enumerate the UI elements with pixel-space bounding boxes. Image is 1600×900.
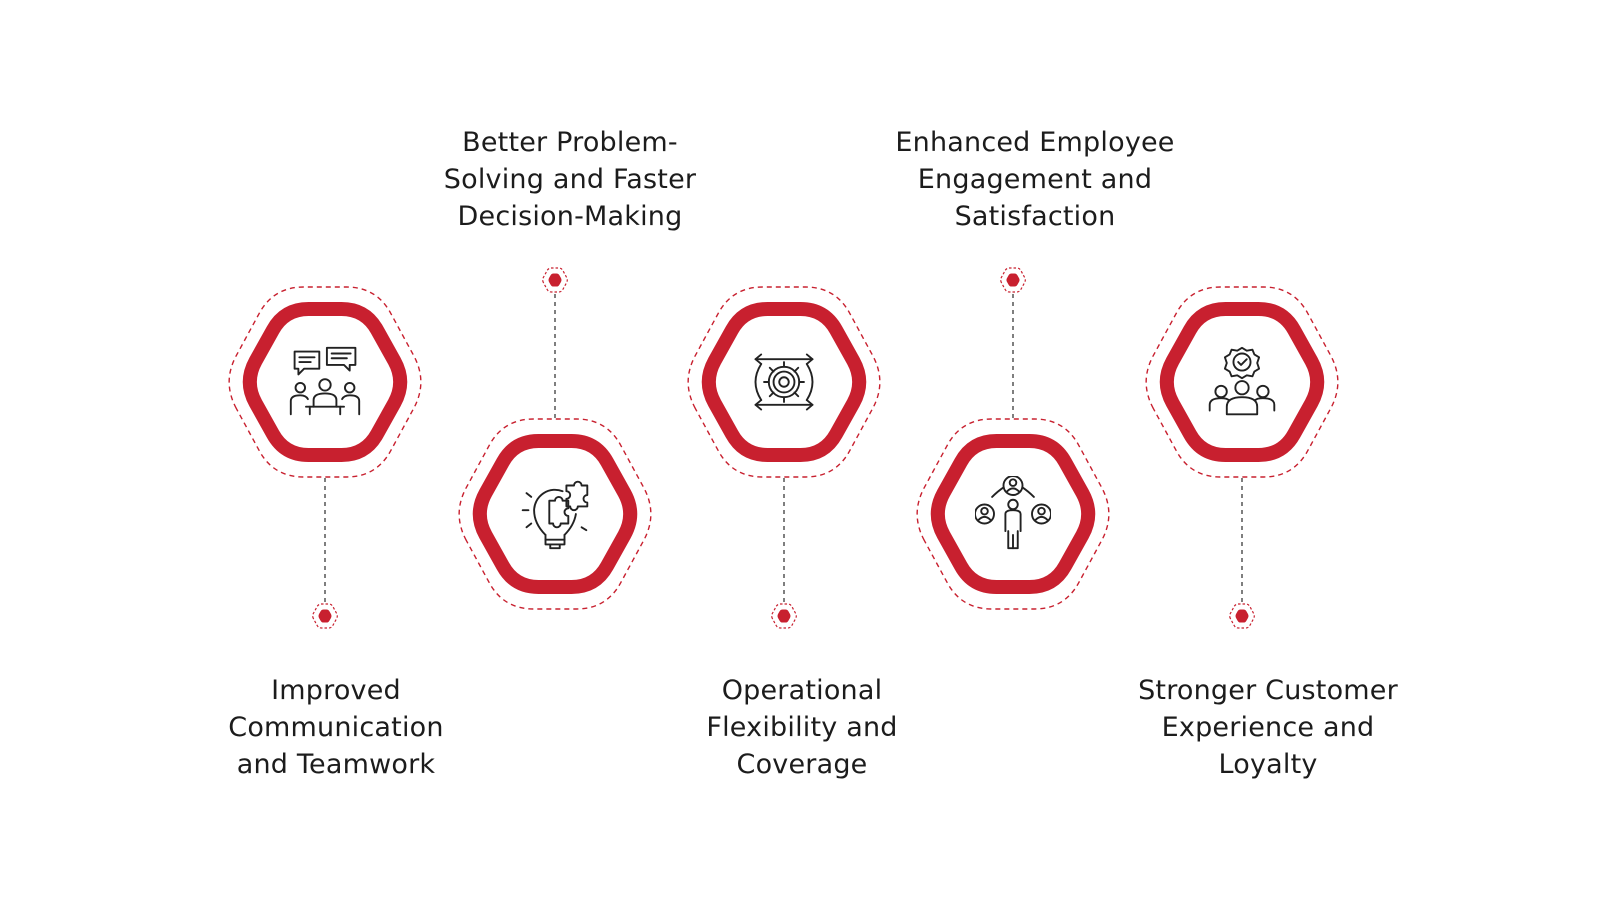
title-line: Loyalty — [1218, 749, 1318, 780]
benefit-node-4 — [916, 267, 1110, 610]
benefit-title-engagement: Enhanced Employee Engagement and Satisfa… — [875, 124, 1195, 235]
hexagon-frame — [930, 434, 1096, 594]
title-line: Engagement and — [917, 164, 1153, 195]
title-line: Improved — [271, 675, 401, 706]
connector-dot-ring — [542, 267, 568, 293]
outer-dashed-hexagon — [916, 418, 1110, 610]
title-line: Coverage — [736, 749, 868, 780]
title-line: Operational — [721, 675, 883, 706]
title-line: Stronger Customer — [1138, 675, 1398, 706]
title-line: Solving and Faster — [443, 164, 697, 195]
connector-dot — [318, 609, 332, 623]
benefit-node-1 — [228, 286, 422, 629]
title-line: Satisfaction — [954, 201, 1116, 232]
connector-dot-ring — [312, 603, 338, 629]
connector-dot — [1006, 273, 1020, 287]
connector-dot — [548, 273, 562, 287]
benefit-node-5 — [1145, 286, 1339, 629]
outer-dashed-hexagon — [458, 418, 652, 610]
connector-dot-ring — [771, 603, 797, 629]
hexagon-frame — [242, 302, 408, 462]
benefit-title-problem-solving: Better Problem- Solving and Faster Decis… — [410, 124, 730, 235]
connector-dot — [1235, 609, 1249, 623]
title-line: Flexibility and — [706, 712, 898, 743]
outer-dashed-hexagon — [1145, 286, 1339, 478]
outer-dashed-hexagon — [687, 286, 881, 478]
benefit-title-customer: Stronger Customer Experience and Loyalty — [1108, 672, 1428, 783]
title-line: Decision-Making — [457, 201, 683, 232]
title-line: Experience and — [1161, 712, 1375, 743]
connector-dot-ring — [1229, 603, 1255, 629]
connector-dot-ring — [1000, 267, 1026, 293]
hexagon-frame — [701, 302, 867, 462]
title-line: Better Problem- — [462, 127, 678, 158]
title-line: and Teamwork — [236, 749, 436, 780]
benefit-node-3 — [687, 286, 881, 629]
title-line: Communication — [228, 712, 444, 743]
hexagon-frame — [472, 434, 638, 594]
outer-dashed-hexagon — [228, 286, 422, 478]
connector-dot — [777, 609, 791, 623]
benefit-node-2 — [458, 267, 652, 610]
benefit-title-flexibility: Operational Flexibility and Coverage — [642, 672, 962, 783]
benefit-title-communication: Improved Communication and Teamwork — [176, 672, 496, 783]
title-line: Enhanced Employee — [895, 127, 1175, 158]
